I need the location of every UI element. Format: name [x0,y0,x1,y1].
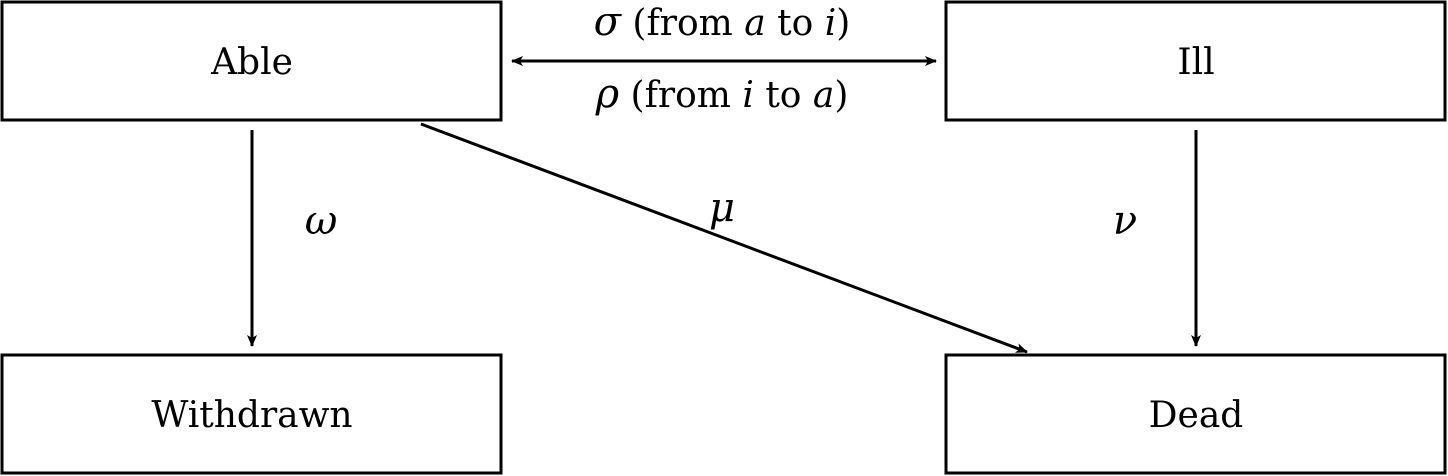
state-dead: Dead [944,353,1447,475]
arrow-able-dead [420,122,1028,354]
label-nu: ν [1113,198,1137,244]
state-ill: Ill [944,0,1447,122]
label-able-to-ill-close: ) [836,3,850,44]
state-withdrawn-box [0,353,503,475]
label-ill-to-able-to: a [813,75,834,116]
label-able-to-ill-mid: to [766,3,825,44]
state-able-box [0,0,503,122]
label-able-to-ill-open: (from [621,3,744,44]
label-able-to-ill-from: a [744,3,765,44]
label-mu: μ [709,185,735,231]
label-ill-to-able-close: ) [834,75,848,116]
state-ill-box [944,0,1447,122]
label-ill-to-able-open: (from [619,75,742,116]
state-withdrawn: Withdrawn [0,353,503,475]
symbol-sigma: σ [594,0,623,45]
state-dead-label: Dead [1149,395,1244,436]
state-dead-box [944,353,1447,475]
state-ill-label: Ill [1177,42,1214,83]
state-able-label: Able [210,42,293,83]
state-withdrawn-label: Withdrawn [151,395,352,436]
label-ill-to-able-mid: to [754,75,813,116]
state-able: Able [0,0,503,122]
label-able-to-ill: σ (from a to i) [594,0,851,45]
symbol-rho: ρ [595,71,620,117]
label-ill-to-able-from: i [742,75,754,116]
label-omega: ω [305,198,338,244]
label-ill-to-able: ρ (from i to a) [595,71,849,117]
label-able-to-ill-to: i [825,3,837,44]
